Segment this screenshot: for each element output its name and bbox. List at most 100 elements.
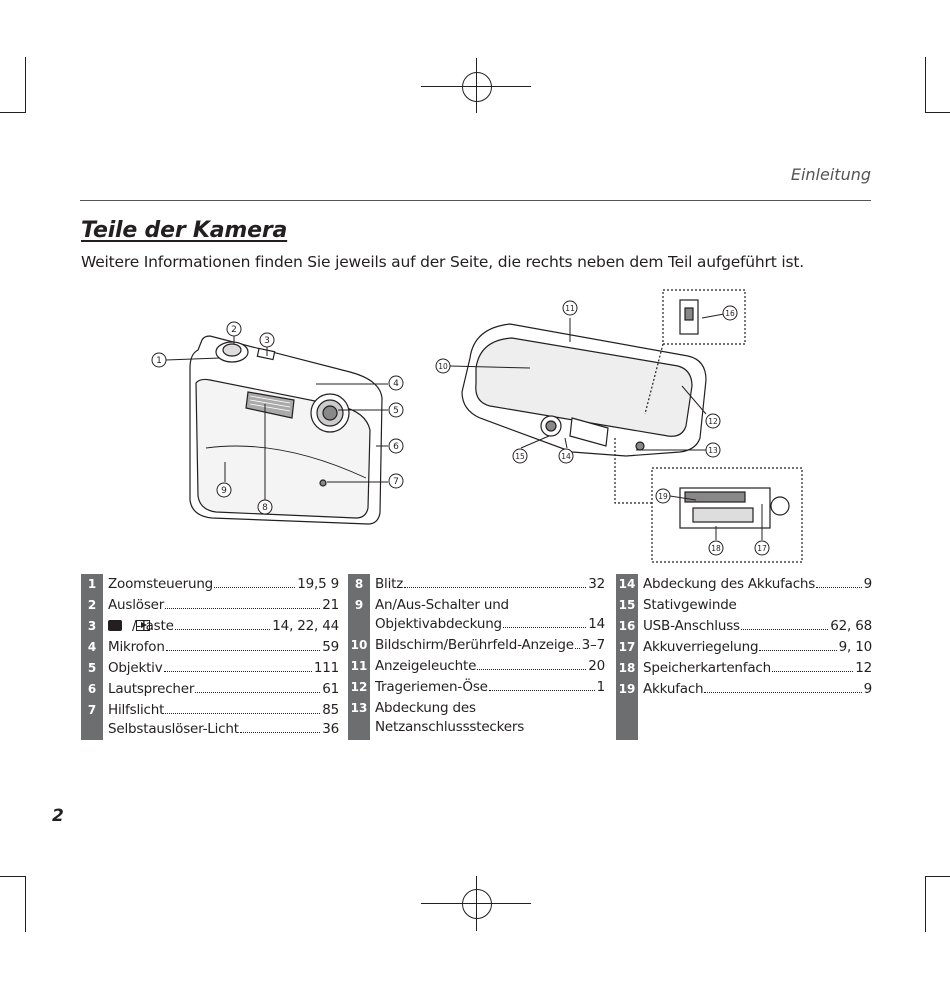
crop-mark <box>25 876 26 932</box>
item-number: 4 <box>87 640 97 654</box>
item-label: /-Taste <box>108 616 174 637</box>
callout-label: 18 <box>711 544 721 553</box>
item-text: Blitz 32 <box>375 574 605 595</box>
camera-back <box>461 289 803 563</box>
item-label: Anzeigeleuchte <box>375 658 477 674</box>
leader-dots <box>163 671 312 672</box>
crop-mark <box>25 57 26 113</box>
callout-label: 11 <box>565 304 575 313</box>
item-number: 1 <box>87 577 97 591</box>
list-item: Netzanschlusssteckers <box>348 717 605 738</box>
callout-label: 15 <box>515 452 525 461</box>
item-label: Netzanschlusssteckers <box>375 719 525 735</box>
item-page: 9 <box>863 681 873 697</box>
item-page: 32 <box>588 576 605 592</box>
item-number: 8 <box>354 577 364 591</box>
item-text: Selbstauslöser-Licht 36 <box>108 719 339 740</box>
item-label: Hilfslicht <box>108 702 165 718</box>
item-label: Stativgewinde <box>643 597 737 613</box>
item-page: 9, 10 <box>838 639 873 655</box>
item-page: 61 <box>322 681 339 697</box>
item-label: Mikrofon <box>108 639 165 655</box>
crop-mark <box>925 876 926 932</box>
item-label: Selbstauslöser-Licht <box>108 721 239 737</box>
item-label: Akkufach <box>643 681 704 697</box>
list-item: 2 Auslöser 21 <box>81 595 339 616</box>
item-number: 10 <box>350 638 368 652</box>
item-number: 6 <box>87 682 97 696</box>
leader-dots <box>165 713 321 714</box>
list-item: 9 An/Aus-Schalter und <box>348 595 605 616</box>
item-page: 36 <box>322 721 339 737</box>
item-number: 2 <box>87 598 97 612</box>
item-label: Auslöser <box>108 597 165 613</box>
crop-mark <box>0 112 25 113</box>
item-page: 59 <box>322 639 339 655</box>
item-page: 14, 22, 44 <box>272 618 339 634</box>
callout-4: 4 <box>388 375 404 391</box>
callout-label: 14 <box>561 452 571 461</box>
item-label: Bildschirm/Berührfeld-Anzeige <box>375 637 574 653</box>
item-text: An/Aus-Schalter und <box>375 595 605 616</box>
callout-3: 3 <box>259 332 275 348</box>
item-number: 15 <box>618 598 636 612</box>
item-number: 3 <box>87 619 97 633</box>
callout-markers: 1 2 3 4 5 6 7 8 9 10 11 12 13 14 15 16 1… <box>151 300 770 556</box>
item-page: 21 <box>322 597 339 613</box>
callout-label: 9 <box>221 486 227 496</box>
crop-mark <box>925 876 950 877</box>
callout-1: 1 <box>151 352 167 368</box>
callout-10: 10 <box>435 358 451 374</box>
item-label: USB-Anschluss <box>643 618 740 634</box>
callout-label: 1 <box>156 356 162 366</box>
leader-dots <box>759 650 837 651</box>
item-text: Akkufach 9 <box>643 679 872 700</box>
item-number: 16 <box>618 619 636 633</box>
item-text: Mikrofon 59 <box>108 637 339 658</box>
callout-2: 2 <box>226 321 242 337</box>
registration-mark <box>462 72 492 102</box>
item-label: Abdeckung des <box>375 700 476 716</box>
callout-label: 8 <box>262 503 268 513</box>
item-text: Netzanschlusssteckers <box>375 717 605 738</box>
item-label: Objektiv <box>108 660 163 676</box>
item-label: Abdeckung des Akkufachs <box>643 576 816 592</box>
leader-dots <box>488 690 595 691</box>
callout-label: 7 <box>393 477 399 487</box>
item-text: Auslöser 21 <box>108 595 339 616</box>
callout-16: 16 <box>722 305 738 321</box>
playback-icon <box>136 620 150 631</box>
callout-label: 2 <box>231 325 237 335</box>
callout-label: 4 <box>393 379 399 389</box>
leader-dots <box>239 732 321 733</box>
header-rule <box>80 200 871 201</box>
item-number: 7 <box>87 703 97 717</box>
number-bar <box>616 574 638 740</box>
callout-6: 6 <box>388 438 404 454</box>
item-number: 14 <box>618 577 636 591</box>
item-page: 19,5 9 <box>297 576 339 592</box>
callout-label: 19 <box>658 492 668 501</box>
callout-label: 10 <box>438 362 448 371</box>
callout-14: 14 <box>558 448 574 464</box>
callout-18: 18 <box>708 540 724 556</box>
item-number: 12 <box>350 680 368 694</box>
callout-19: 19 <box>655 488 671 504</box>
item-page: 12 <box>855 660 872 676</box>
list-item: 15 Stativgewinde <box>616 595 872 616</box>
registration-mark <box>462 889 492 919</box>
leader-dots <box>195 692 321 693</box>
item-label: Blitz <box>375 576 404 592</box>
